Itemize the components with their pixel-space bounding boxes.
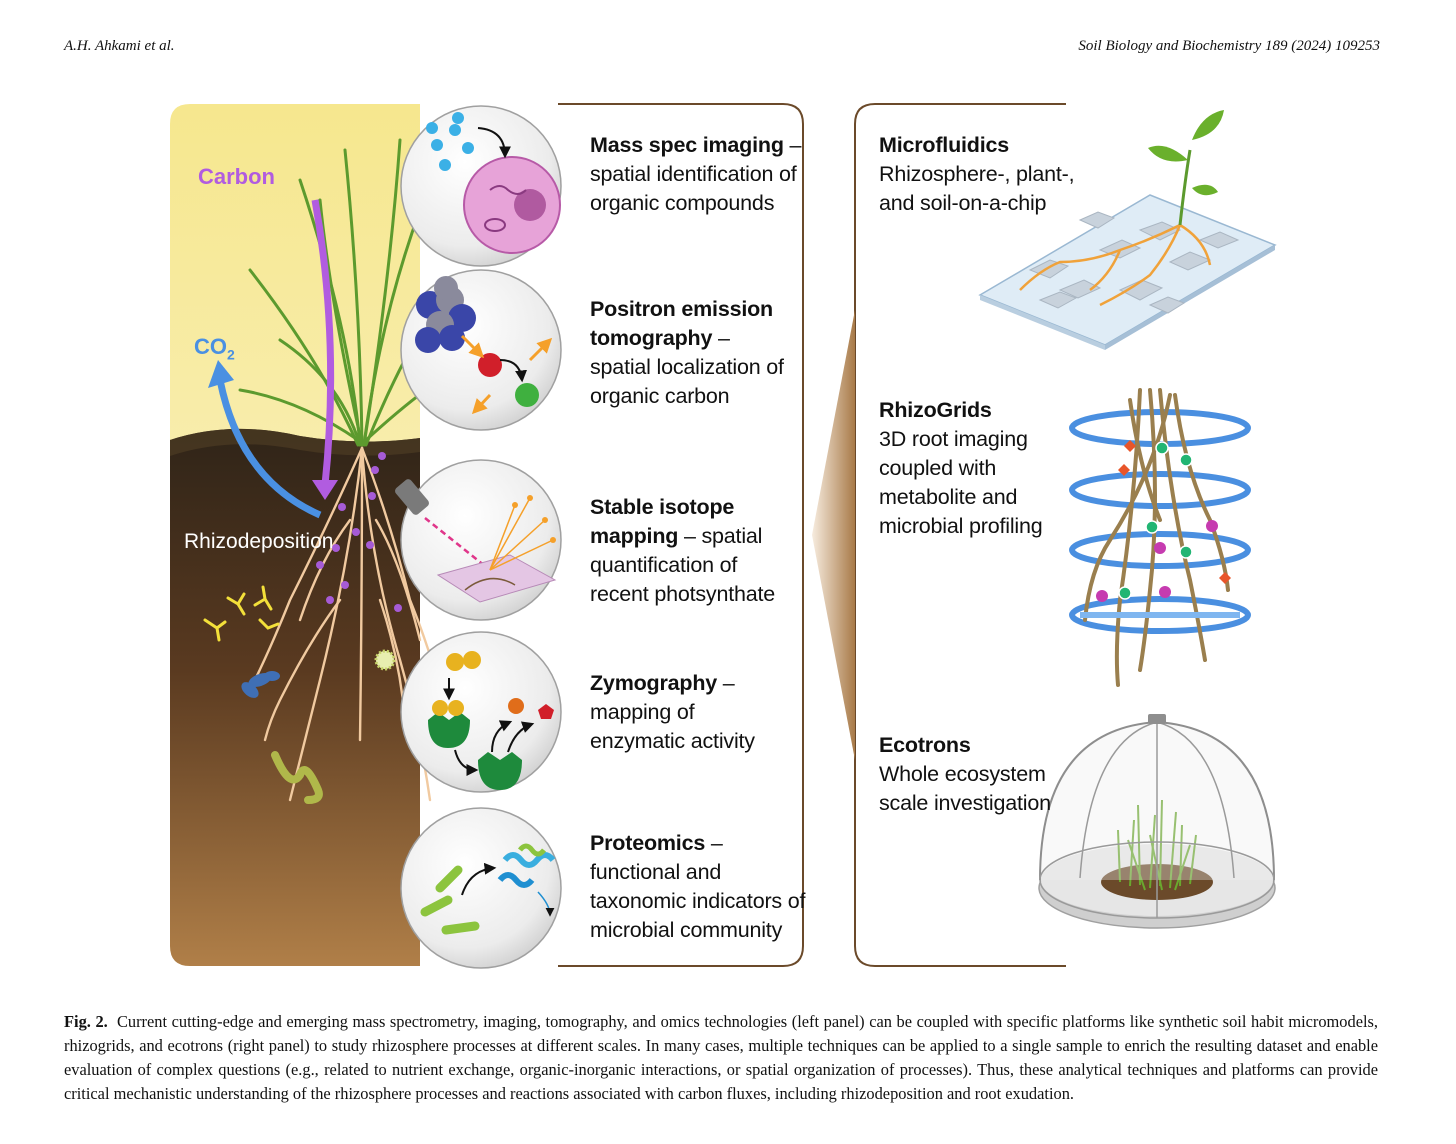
bacteria-cluster [241, 671, 280, 698]
carbon-flux-arrow [311, 199, 338, 500]
co2-efflux-arrow [208, 360, 322, 519]
laser-icon [395, 479, 557, 603]
nucleus-icon [415, 276, 476, 353]
technique-mass-spec-imaging: Mass spec imaging – spatial identificati… [590, 133, 802, 215]
dome-icon [1038, 714, 1276, 929]
cell-icon [463, 156, 561, 254]
microbe-spiky [374, 649, 396, 671]
technique-circle-4 [400, 631, 562, 793]
technique-circle-5 [400, 807, 562, 969]
technique-zymography: Zymography – mapping of enzymatic activi… [590, 671, 755, 753]
technique-proteomics: Proteomics – functional and taxonomic in… [590, 831, 806, 942]
grid-icon [1069, 388, 1251, 687]
platform-rhizogrids: RhizoGrids 3D root imaging coupled with … [879, 398, 1043, 538]
rhizodeposit-dots [316, 452, 402, 612]
technique-circle-1 [400, 105, 562, 267]
caption-text: Current cutting-edge and emerging mass s… [64, 1012, 1378, 1103]
co2-label: CO2 [194, 334, 235, 363]
carbon-label: Carbon [198, 164, 275, 189]
technique-pet: Positron emission tomography – spatial l… [590, 297, 784, 408]
connector-bracket [854, 103, 1066, 967]
running-header-authors: A.H. Ahkami et al. [64, 38, 175, 54]
compound-pentagons [426, 112, 474, 171]
technique-stable-isotope-mapping: Stable isotope mapping – spatial quantif… [590, 495, 776, 606]
technique-circle-2 [400, 269, 562, 431]
caption-label: Fig. 2. [64, 1012, 108, 1031]
technique-circle-3 [395, 459, 562, 621]
chip-icon [978, 110, 1277, 350]
enzyme-icon [428, 651, 554, 790]
fungal-hyphae [203, 585, 280, 642]
left-panel-frame [558, 103, 804, 967]
protein-icon [420, 843, 556, 935]
platform-ecotrons: Ecotrons Whole ecosystem scale investiga… [879, 733, 1051, 815]
running-header-journal: Soil Biology and Biochemistry 189 (2024)… [1078, 38, 1380, 54]
earthworm [271, 751, 323, 804]
platform-microfluidics: Microfluidics Rhizosphere-, plant-, and … [879, 133, 1075, 215]
rhizodeposition-label: Rhizodeposition [184, 530, 334, 553]
figure-caption: Fig. 2. Current cutting-edge and emergin… [64, 1010, 1378, 1106]
figure-illustration [170, 103, 1277, 969]
connector-wedge [812, 310, 855, 760]
